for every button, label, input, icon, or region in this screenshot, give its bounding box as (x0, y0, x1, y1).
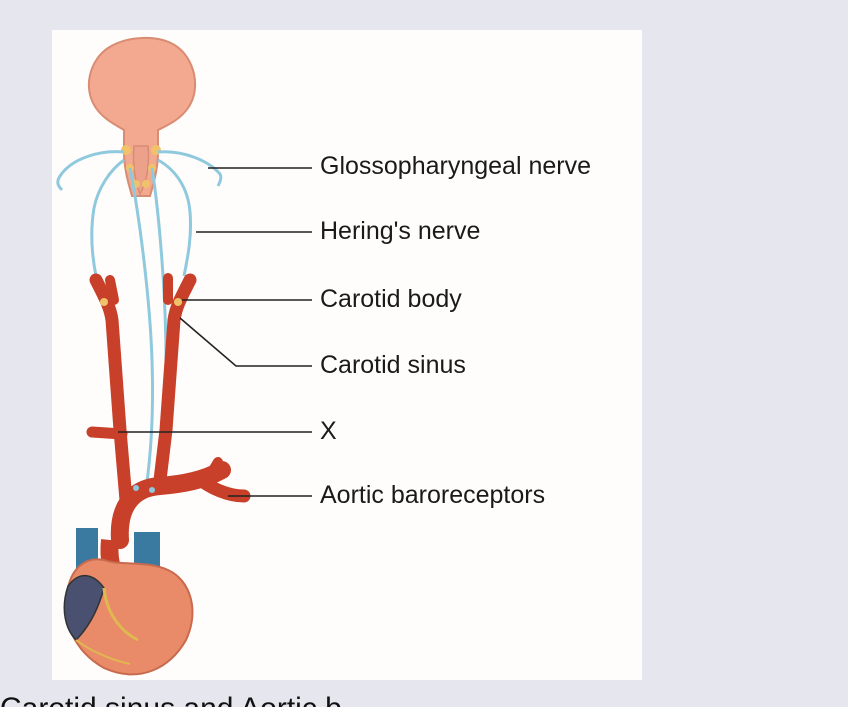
carotid-bodies (100, 298, 182, 493)
artery-paths (86, 273, 251, 549)
caption-text: Carotid sinus and Aortic b (0, 694, 342, 707)
label-glossopharyngeal-nerve: Glossopharyngeal nerve (320, 152, 591, 180)
label-carotid-body: Carotid body (320, 285, 462, 313)
nerve-paths (56, 150, 223, 491)
leader-lines (118, 167, 312, 497)
heart-illustration (63, 528, 194, 676)
leader-line-carotid-sinus (179, 317, 312, 367)
label-aortic-baroreceptors: Aortic baroreceptors (320, 481, 546, 509)
label-herings-nerve: Hering's nerve (320, 217, 481, 245)
label-x: X (320, 417, 337, 445)
brain-illustration (87, 36, 197, 197)
label-carotid-sinus: Carotid sinus (320, 351, 466, 379)
